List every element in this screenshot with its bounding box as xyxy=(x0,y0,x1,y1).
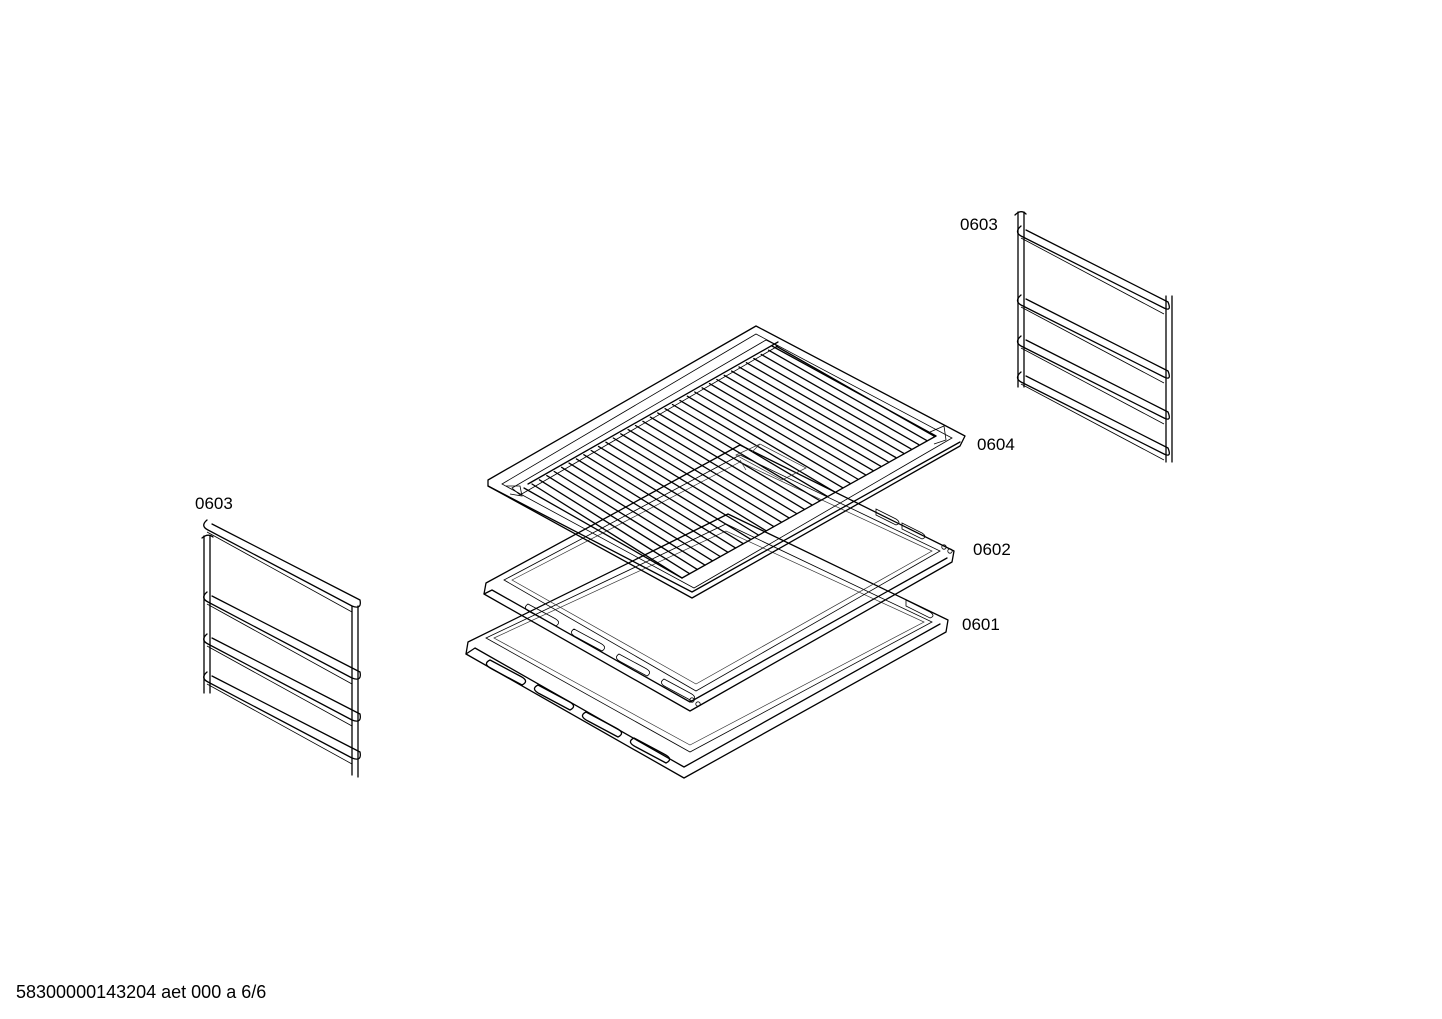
rack-wire-20 xyxy=(671,403,828,497)
part-label-deep-tray: 0601 xyxy=(962,615,1000,634)
rack-wire-16 xyxy=(642,420,798,515)
rack-wire-24 xyxy=(701,387,859,480)
baking-tray xyxy=(483,444,955,712)
rack-wire-18 xyxy=(657,412,813,506)
part-label-rail-right: 0603 xyxy=(960,215,998,234)
rack-wire-27 xyxy=(723,374,882,467)
rack-wire-4 xyxy=(553,470,706,566)
rail-runner-edge-2 xyxy=(206,603,353,685)
side-rail-left xyxy=(201,519,361,778)
rail-runner-edge-3 xyxy=(1020,347,1165,425)
rack-wire-29 xyxy=(738,366,897,459)
deep-tray-slot-3 xyxy=(581,711,623,738)
rail-runner-1 xyxy=(1016,225,1170,310)
rack-wire-13 xyxy=(620,433,775,528)
rack-wire-33 xyxy=(767,349,928,441)
rack-wire-21 xyxy=(679,399,836,493)
tray-slot-3 xyxy=(616,653,650,677)
rail-runner-edge-4 xyxy=(206,683,353,765)
rail-runner-3 xyxy=(203,633,361,722)
rack-wire-25 xyxy=(708,382,866,476)
tray-slot-2 xyxy=(571,628,605,652)
rail-runner-4 xyxy=(1016,371,1170,456)
rack-wire-34 xyxy=(775,345,935,437)
rack-wire-10 xyxy=(597,445,752,540)
rack-wire-23 xyxy=(694,391,851,484)
tray-slot-rear-1 xyxy=(875,508,900,526)
rack-wire-8 xyxy=(583,454,737,549)
rail-runner-edge-2 xyxy=(1020,306,1165,384)
drawing-reference-number: 58300000143204 aet 000 a 6/6 xyxy=(16,982,267,1002)
rail-runner-1 xyxy=(203,519,361,608)
rail-runner-2 xyxy=(1016,294,1170,379)
wire-rack xyxy=(487,325,966,599)
rail-runner-2 xyxy=(203,591,361,680)
rack-wire-12 xyxy=(612,437,767,532)
rack-wire-31 xyxy=(753,357,912,450)
rack-wire-15 xyxy=(634,424,790,519)
rack-wire-3 xyxy=(546,474,698,571)
deep-tray-slot-2 xyxy=(533,684,575,711)
rack-wire-17 xyxy=(649,416,805,510)
tray-slot-rear-2 xyxy=(901,522,926,540)
rack-wire-5 xyxy=(560,466,714,562)
rack-wire-2 xyxy=(538,479,691,575)
rack-wire-22 xyxy=(686,395,844,489)
deep-tray xyxy=(465,513,949,779)
rack-wire-7 xyxy=(575,458,729,553)
deep-tray-slot-4 xyxy=(629,737,671,764)
rail-runner-edge-3 xyxy=(206,645,353,727)
rail-runner-4 xyxy=(203,671,361,760)
rail-runner-edge-4 xyxy=(1020,383,1165,461)
rack-wire-14 xyxy=(627,428,782,523)
rack-wire-11 xyxy=(605,441,760,536)
rack-wire-1 xyxy=(531,483,683,579)
side-rail-right xyxy=(1014,211,1173,463)
rail-runner-edge-1 xyxy=(206,531,353,613)
tray-slot-1 xyxy=(525,603,559,627)
rail-runner-edge-1 xyxy=(1020,237,1165,315)
part-label-wire-rack: 0604 xyxy=(977,435,1015,454)
rack-wire-26 xyxy=(716,378,874,472)
rail-runner-3 xyxy=(1016,335,1170,420)
deep-tray-slot-1 xyxy=(485,659,527,686)
rack-wire-19 xyxy=(664,408,821,502)
tray-slot-4 xyxy=(661,678,695,702)
deep-tray-slot-rear xyxy=(905,599,934,619)
part-label-baking-tray: 0602 xyxy=(973,540,1011,559)
rack-wire-30 xyxy=(745,362,905,454)
part-label-rail-left: 0603 xyxy=(195,494,233,513)
rack-wire-28 xyxy=(730,370,889,463)
rack-wire-32 xyxy=(760,353,920,446)
rack-wire-9 xyxy=(590,449,744,545)
rack-wire-6 xyxy=(568,462,721,558)
